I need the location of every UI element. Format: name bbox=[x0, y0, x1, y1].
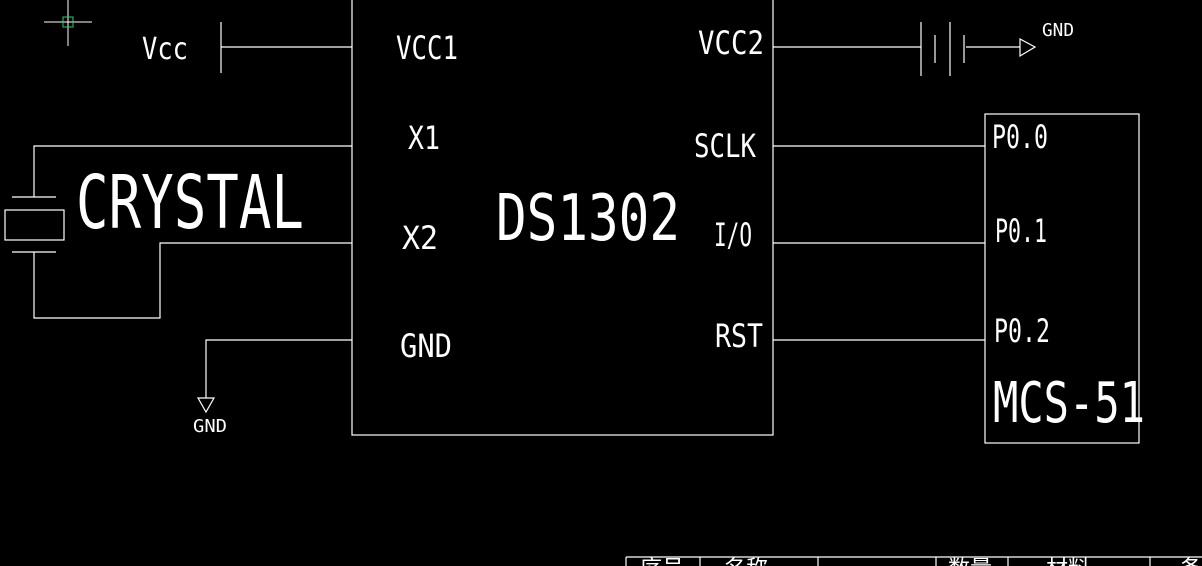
pin-label-vcc2: VCC2 bbox=[698, 24, 764, 62]
pin-label-x2: X2 bbox=[402, 219, 438, 257]
pin-label-io: I/O bbox=[714, 216, 752, 254]
signal-wires bbox=[773, 145, 985, 341]
mcs51-chip-outline bbox=[984, 113, 1140, 444]
title-block bbox=[625, 556, 1202, 566]
mcs51-pin-p01: P0.1 bbox=[995, 212, 1047, 250]
crystal-label: CRYSTAL bbox=[76, 160, 304, 246]
title-block-header-name: 名称 bbox=[724, 557, 768, 566]
pin-label-rst: RST bbox=[715, 317, 763, 355]
pin-label-sclk: SCLK bbox=[694, 127, 757, 165]
gnd-left-wire bbox=[205, 339, 352, 398]
title-block-header-quantity: 数量 bbox=[948, 557, 992, 566]
ground-symbol-icon bbox=[196, 397, 216, 414]
ground-arrow-icon bbox=[1019, 38, 1037, 58]
mcs51-pin-p00: P0.0 bbox=[992, 118, 1048, 156]
title-block-header-index: 序号 bbox=[640, 557, 684, 566]
title-block-header-remarks: 备 bbox=[1180, 557, 1202, 566]
mcs51-chip-name: MCS-51 bbox=[993, 371, 1145, 436]
crosshair-cursor-icon bbox=[44, 0, 92, 46]
gnd-left-label: GND bbox=[193, 416, 227, 437]
vcc-wire bbox=[220, 22, 352, 73]
pin-label-vcc1: VCC1 bbox=[396, 29, 458, 67]
ds1302-chip-name: DS1302 bbox=[496, 182, 680, 256]
pin-label-gnd: GND bbox=[400, 327, 452, 365]
crystal-wires bbox=[33, 145, 352, 319]
battery-symbol-icon bbox=[920, 22, 965, 76]
ds1302-chip-outline bbox=[351, 0, 774, 436]
gnd-right-label: GND bbox=[1042, 20, 1074, 41]
vcc-label: Vcc bbox=[142, 32, 188, 67]
crystal-symbol-icon bbox=[4, 196, 65, 253]
mcs51-pin-p02: P0.2 bbox=[994, 312, 1050, 350]
pin-label-x1: X1 bbox=[408, 119, 440, 157]
title-block-header-material: 材料 bbox=[1046, 557, 1090, 566]
